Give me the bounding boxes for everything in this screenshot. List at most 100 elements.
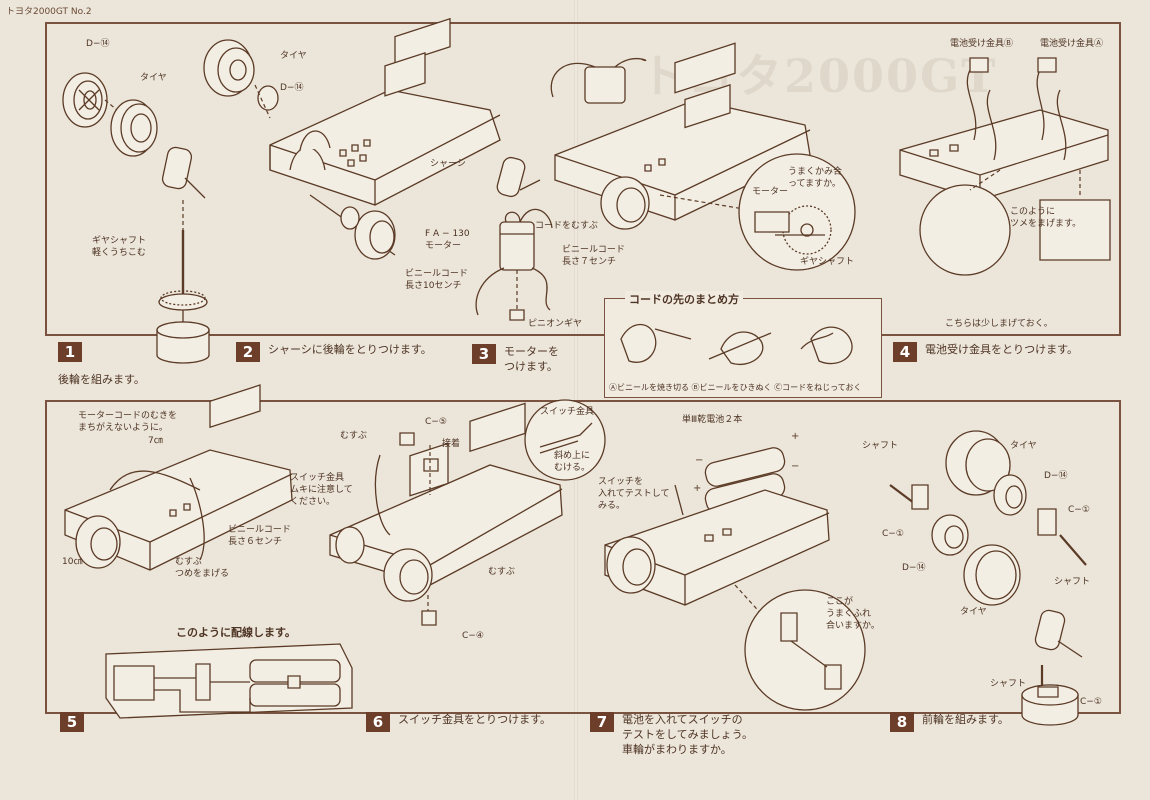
gear-icon — [510, 310, 524, 320]
label-s3-pinion: ピニオンギヤ — [528, 319, 583, 329]
step-4: 4 電池受け金具をとりつけます。 — [893, 342, 1078, 362]
step-6: 6 スイッチ金具をとりつけます。 — [366, 712, 551, 732]
battery-icon — [250, 660, 340, 706]
cord-guide-title: コードの先のまとめ方 — [625, 291, 743, 307]
wheel-icon — [601, 177, 649, 229]
wiring-title: このように配線します。 — [176, 626, 296, 639]
label-s5-cord-dir: モーターコードのむきを まちがえないように。 — [78, 411, 178, 433]
label-s5-vinyl-6: ビニールコード 長さ６センチ — [228, 525, 291, 547]
chassis-icon — [900, 110, 1108, 200]
sheet-header: トヨタ2000GT No.2 — [6, 7, 92, 17]
label-s8-tire2: タイヤ — [960, 607, 987, 617]
label-s8-c1: C−① — [1068, 505, 1090, 515]
label-s5-tie-bend: むすぶ つめをまげる — [175, 557, 230, 579]
svg-text:−: − — [695, 455, 703, 466]
step-2-number: 2 — [236, 342, 260, 362]
step-2: 2 シャーシに後輪をとりつけます。 — [236, 342, 432, 362]
label-s3-tie-cord: コードをむすぶ — [535, 221, 598, 231]
step-1: 1 — [58, 342, 82, 362]
label-s3-vinyl-7: ビニールコード 長さ７センチ — [562, 245, 625, 267]
step-8: 8 前輪を組みます。 — [890, 712, 1009, 732]
step-7-caption: 電池を入れてスイッチの テストをしてみましょう。 車輪がまわりますか。 — [622, 713, 754, 756]
panel-bottom — [45, 400, 1121, 714]
label-s6-switch-note: スイッチ金具 ムキに注意して ください。 — [290, 473, 353, 507]
label-s5-7cm: 7㎝ — [148, 436, 163, 446]
gear-icon — [159, 291, 207, 322]
motor-icon — [755, 212, 789, 232]
label-s7-battery: 単Ⅲ乾電池２本 — [682, 415, 743, 425]
label-s8-shaft3: シャフト — [990, 679, 1027, 689]
label-s7-contact-q: ここが うまくふれ 合いますか。 — [826, 597, 880, 631]
battery-icon — [825, 665, 841, 689]
battery-holder-icon — [967, 58, 1065, 160]
step3-motor-art — [490, 150, 580, 320]
hammer-icon — [161, 146, 205, 198]
step7-art: − + + − — [595, 431, 845, 705]
hammer-icon — [1034, 609, 1082, 657]
label-s8-tire: タイヤ — [1010, 441, 1037, 451]
wheel-icon — [994, 475, 1026, 515]
svg-text:+: + — [693, 483, 701, 494]
label-s6-c5: C−⑤ — [425, 417, 447, 427]
svg-text:+: + — [791, 431, 799, 442]
step8-art — [880, 425, 1110, 725]
wheel-icon — [384, 549, 432, 601]
tire-icon — [111, 100, 157, 156]
label-s3-gear-shaft: ギヤシャフト — [800, 257, 855, 267]
label-s1-gear-shaft: ギヤシャフト 軽くうちこむ — [92, 236, 147, 258]
step5-art — [60, 430, 300, 590]
step-3-caption: モーターを つけます。 — [504, 345, 559, 373]
chassis-icon — [605, 490, 829, 605]
step-8-caption: 前輪を組みます。 — [922, 713, 1009, 726]
chassis-icon — [65, 385, 292, 570]
step-1-caption: 後輪を組みます。 — [58, 373, 145, 386]
step4-art — [890, 50, 1120, 280]
svg-text:−: − — [791, 461, 799, 472]
label-s8-c1b: C−① — [882, 529, 904, 539]
switch-bracket-icon — [781, 613, 797, 641]
step-4-caption: 電池受け金具をとりつけます。 — [925, 343, 1079, 356]
tire-icon — [204, 40, 254, 96]
step3-zoom-art — [735, 150, 865, 280]
tire-icon — [964, 545, 1020, 605]
step-2-caption: シャーシに後輪をとりつけます。 — [268, 343, 432, 356]
label-s8-shaft: シャフト — [862, 441, 899, 451]
label-s3-motor2: モーター — [752, 187, 789, 197]
step-3-number: 3 — [472, 344, 496, 364]
c1-part — [912, 485, 928, 509]
cord-guide-caption: Ⓐビニールを焼き切る Ⓑビニールをひきぬく Ⓒコードをねじっておく — [609, 383, 862, 392]
cord-guide-inset: コードの先のまとめ方 Ⓐビニールを焼き切る Ⓑビニールをひきぬく Ⓒコードをねじ… — [604, 291, 882, 398]
step3-chassis-art — [545, 45, 845, 235]
label-s7-switch-test: スイッチを 入れてテストして みる。 — [598, 477, 670, 511]
step-7: 7 電池を入れてスイッチの テストをしてみましょう。 車輪がまわりますか。 — [590, 712, 753, 757]
c1-part — [1038, 509, 1056, 535]
step2-art — [200, 30, 500, 270]
wheel-icon — [355, 211, 395, 259]
label-s1-tire: タイヤ — [140, 73, 167, 83]
label-s4-holder-a: 電池受け金具Ⓐ — [1040, 39, 1104, 49]
chassis-icon — [270, 19, 500, 205]
cord-guide-art — [611, 309, 875, 379]
wheel-icon — [607, 537, 655, 593]
wheel-icon — [76, 516, 120, 568]
step-6-number: 6 — [366, 712, 390, 732]
hand-icon — [801, 327, 852, 363]
label-s4-bend-little: こちらは少しまげておく。 — [945, 319, 1053, 329]
label-s2-chassis: シャーシ — [430, 159, 466, 169]
step7-zoom-art — [735, 585, 875, 715]
label-s6-glue: 接着 — [442, 439, 461, 449]
label-s3-vinyl-10: ビニールコード 長さ10センチ — [405, 269, 468, 291]
step-3: 3 モーターを つけます。 — [472, 344, 559, 374]
label-s8-d14b: D−⑭ — [902, 563, 926, 573]
hammer-icon — [495, 156, 540, 198]
wheel-icon — [932, 515, 968, 555]
step-7-number: 7 — [590, 712, 614, 732]
step1-art — [55, 60, 175, 390]
tire-icon — [946, 431, 1010, 495]
switch-bracket-icon — [540, 423, 592, 447]
step-5-number: 5 — [60, 712, 84, 732]
label-s3-mesh-q: うまくかみ合 ってますか。 — [788, 167, 843, 189]
wheel-icon — [63, 73, 107, 127]
label-s6-bend-up: 斜め上に むける。 — [554, 451, 591, 473]
switch-bracket-icon — [196, 664, 210, 700]
